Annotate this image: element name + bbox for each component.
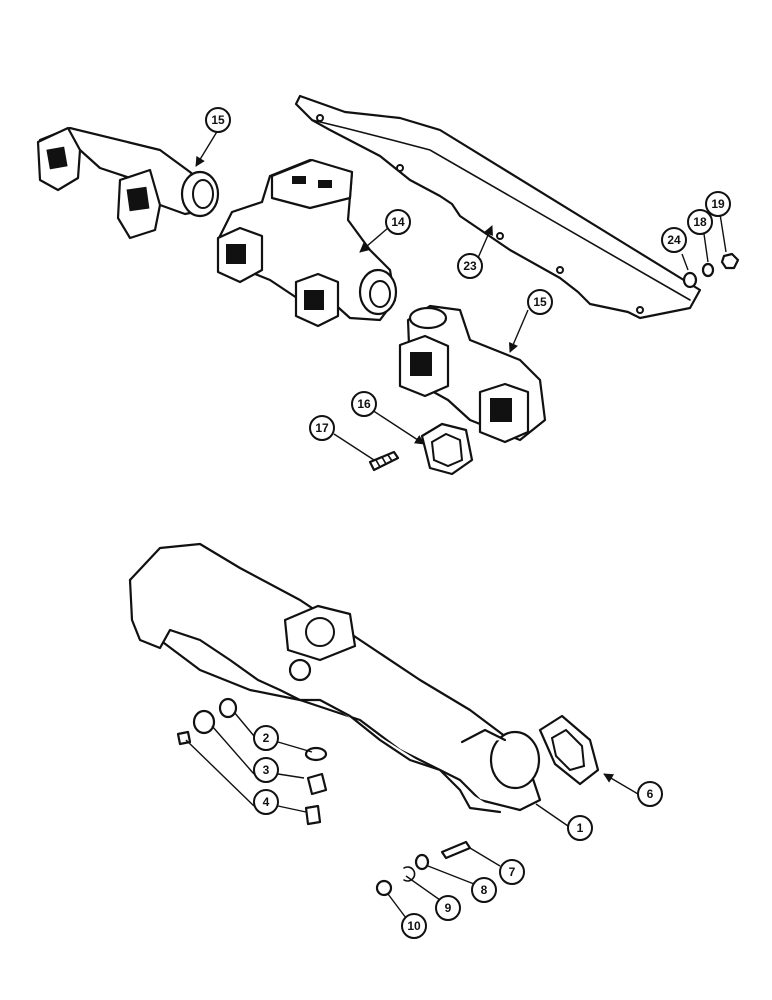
callout-1: 1 [567,815,593,841]
callout-label: 3 [263,763,270,777]
callout-10: 10 [401,913,427,939]
hardware-7-8-9-10 [375,840,472,897]
callout-label: 8 [481,883,488,897]
callout-3: 3 [253,757,279,783]
callout-label: 15 [211,113,225,127]
callout-label: 24 [667,233,681,247]
callout-17: 17 [309,415,335,441]
hardware-2-3-4 [176,697,328,826]
callout-label: 23 [463,259,477,273]
callout-label: 4 [263,795,270,809]
callout-label: 7 [509,865,516,879]
gasket-6 [538,714,600,786]
rear-manifold-section [36,126,220,240]
callout-label: 1 [577,821,584,835]
callout-16: 16 [351,391,377,417]
hardware-24-18-19 [682,252,740,289]
callout-label: 9 [445,901,452,915]
callout-15-rear: 15 [205,107,231,133]
callout-label: 2 [263,731,270,745]
callout-9: 9 [435,895,461,921]
callout-label: 17 [315,421,329,435]
callout-14: 14 [385,209,411,235]
callout-label: 10 [407,919,421,933]
callout-label: 6 [647,787,654,801]
gasket-16 [420,422,474,476]
front-manifold-section [398,304,547,444]
callout-4: 4 [253,789,279,815]
callout-label: 18 [693,215,707,229]
callout-19: 19 [705,191,731,217]
center-manifold-section [216,158,398,328]
callout-6: 6 [637,781,663,807]
heat-shield-bracket [294,94,702,320]
callout-label: 15 [533,295,547,309]
callout-23: 23 [457,253,483,279]
leaders [185,129,727,919]
callout-2: 2 [253,725,279,751]
callout-label: 16 [357,397,371,411]
callout-18: 18 [687,209,713,235]
callout-label: 14 [391,215,405,229]
callout-15-front: 15 [527,289,553,315]
callout-7: 7 [499,859,525,885]
callout-label: 19 [711,197,725,211]
stud-17 [368,450,400,472]
callout-8: 8 [471,877,497,903]
main-exhaust-manifold [128,542,542,814]
callout-24: 24 [661,227,687,253]
